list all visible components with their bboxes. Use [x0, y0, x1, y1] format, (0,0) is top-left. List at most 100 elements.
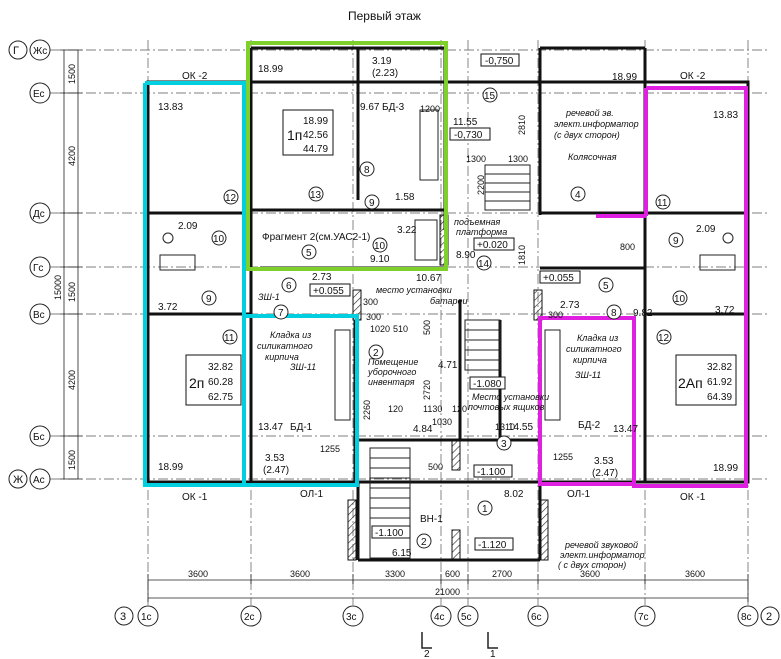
- svg-text:4.84: 4.84: [413, 424, 433, 435]
- apartment-1p-outline: [246, 41, 448, 271]
- svg-text:элект.информатор: элект.информатор: [560, 550, 645, 560]
- svg-text:уборочного: уборочного: [367, 367, 416, 377]
- apartment-1p-box: 1п 18.99 42.56 44.79: [282, 109, 334, 156]
- svg-text:13.47: 13.47: [258, 422, 283, 433]
- svg-text:8с: 8с: [741, 612, 752, 623]
- apartment-left-outline: [143, 81, 246, 487]
- stair-middle: [464, 319, 501, 371]
- apartment-2ap-box: 2Ап 32.82 61.92 64.39: [675, 354, 737, 406]
- svg-text:120: 120: [388, 404, 403, 414]
- svg-text:9: 9: [206, 294, 212, 305]
- svg-text:10: 10: [213, 234, 225, 245]
- svg-text:( с двух сторон): ( с двух сторон): [558, 560, 626, 570]
- svg-text:7: 7: [278, 308, 284, 319]
- svg-text:4: 4: [575, 190, 581, 201]
- window-label-bottom-left: ОК -1: [182, 492, 208, 503]
- markers: 13 8 9 10 5 6 7 12 10 9 11 2 15 14 4 5 8…: [201, 87, 688, 549]
- svg-text:2: 2: [424, 649, 430, 659]
- axis-bubble-vs: [29, 303, 51, 325]
- svg-text:3600: 3600: [580, 569, 600, 579]
- svg-text:1310: 1310: [495, 422, 515, 432]
- svg-text:силикатного: силикатного: [566, 344, 622, 354]
- svg-text:Кладка из: Кладка из: [270, 330, 311, 340]
- svg-text:батареи: батареи: [430, 296, 468, 306]
- window-label-top-left: ОК -2: [182, 71, 208, 82]
- svg-text:3600: 3600: [188, 569, 208, 579]
- svg-text:ЗШ-1: ЗШ-1: [258, 292, 280, 302]
- svg-text:Вс: Вс: [33, 310, 45, 321]
- svg-text:силикатного: силикатного: [257, 341, 313, 351]
- svg-text:1030: 1030: [432, 417, 452, 427]
- svg-text:подъемная: подъемная: [454, 217, 501, 227]
- svg-text:2260: 2260: [362, 400, 372, 420]
- svg-text:1020: 1020: [370, 324, 390, 334]
- svg-text:3: 3: [501, 439, 507, 450]
- svg-text:500: 500: [422, 320, 432, 335]
- svg-text:2.09: 2.09: [696, 224, 716, 235]
- svg-text:600: 600: [445, 569, 460, 579]
- svg-text:11: 11: [657, 198, 668, 209]
- svg-text:12: 12: [225, 193, 237, 204]
- svg-text:1130: 1130: [423, 404, 442, 414]
- svg-text:Гс: Гс: [33, 263, 43, 274]
- svg-text:4.71: 4.71: [438, 360, 458, 371]
- axis-bubble-6c: [527, 605, 549, 627]
- svg-text:6.15: 6.15: [392, 548, 412, 559]
- axis-bubble-zhs: [29, 39, 51, 61]
- svg-text:62.75: 62.75: [208, 392, 233, 403]
- svg-text:БД-2: БД-2: [578, 420, 601, 431]
- svg-text:15000: 15000: [53, 275, 63, 300]
- svg-text:18.99: 18.99: [713, 463, 738, 474]
- apartment-right-outline: [538, 86, 748, 488]
- svg-text:1500: 1500: [67, 282, 77, 302]
- svg-text:32.82: 32.82: [707, 362, 732, 373]
- svg-text:10.67: 10.67: [416, 273, 441, 284]
- svg-text:4200: 4200: [67, 146, 77, 166]
- svg-text:2: 2: [373, 348, 379, 359]
- svg-text:13: 13: [310, 190, 322, 201]
- svg-text:Г: Г: [13, 45, 19, 57]
- svg-text:300: 300: [366, 312, 381, 322]
- svg-text:13.83: 13.83: [158, 102, 183, 113]
- svg-text:8: 8: [364, 165, 370, 176]
- svg-text:3.53: 3.53: [594, 456, 614, 467]
- axis-bubble-8c: [737, 605, 759, 627]
- svg-text:(2.23): (2.23): [372, 68, 398, 79]
- svg-text:Бс: Бс: [33, 432, 45, 443]
- svg-text:+0.055: +0.055: [313, 286, 344, 297]
- svg-text:10: 10: [374, 241, 386, 252]
- svg-text:Фрагмент 2(см.УАС2-1): Фрагмент 2(см.УАС2-1): [262, 232, 370, 243]
- svg-text:ЗШ-11: ЗШ-11: [290, 362, 316, 372]
- svg-text:42.56: 42.56: [303, 130, 328, 141]
- bottom-dimensions: 3600 3600 3300 600 2700 3600 3600 21000: [147, 569, 749, 602]
- left-dimensions: 1500 4200 1500 4200 1500 15000: [53, 49, 82, 480]
- svg-text:500: 500: [428, 462, 443, 472]
- svg-text:-1.100: -1.100: [375, 528, 404, 539]
- svg-text:+0.020: +0.020: [477, 240, 508, 251]
- svg-text:7с: 7с: [638, 612, 649, 623]
- svg-text:2п: 2п: [189, 375, 204, 391]
- svg-text:2.73: 2.73: [312, 272, 332, 283]
- svg-text:-1.080: -1.080: [473, 379, 502, 390]
- svg-text:21000: 21000: [435, 587, 460, 597]
- svg-text:11.55: 11.55: [453, 117, 478, 128]
- svg-text:64.39: 64.39: [707, 392, 732, 403]
- svg-text:Жс: Жс: [33, 46, 47, 57]
- svg-text:3600: 3600: [290, 569, 310, 579]
- axis-bubble-5c: [457, 605, 479, 627]
- svg-text:-0,730: -0,730: [454, 130, 483, 141]
- row-axes: Г Жс Ес Дс Гс Вс Бс Ж Ас: [8, 39, 770, 490]
- svg-text:5: 5: [306, 248, 312, 259]
- svg-text:-1.120: -1.120: [478, 540, 507, 551]
- axis-bubble-es: [29, 82, 51, 104]
- svg-text:15: 15: [484, 91, 496, 102]
- svg-text:(2.47): (2.47): [592, 468, 618, 479]
- axis-bubble-ds: [29, 202, 51, 224]
- svg-text:3.22: 3.22: [397, 225, 417, 236]
- axis-bubble-2c: [240, 605, 262, 627]
- svg-text:1500: 1500: [67, 450, 77, 470]
- svg-text:1.58: 1.58: [395, 192, 415, 203]
- svg-text:БД-3: БД-3: [382, 102, 405, 113]
- room-areas: 13.83 18.99 3.19 (2.23) 9.67 БД-3 11.55 …: [158, 53, 738, 559]
- svg-text:510: 510: [393, 324, 408, 334]
